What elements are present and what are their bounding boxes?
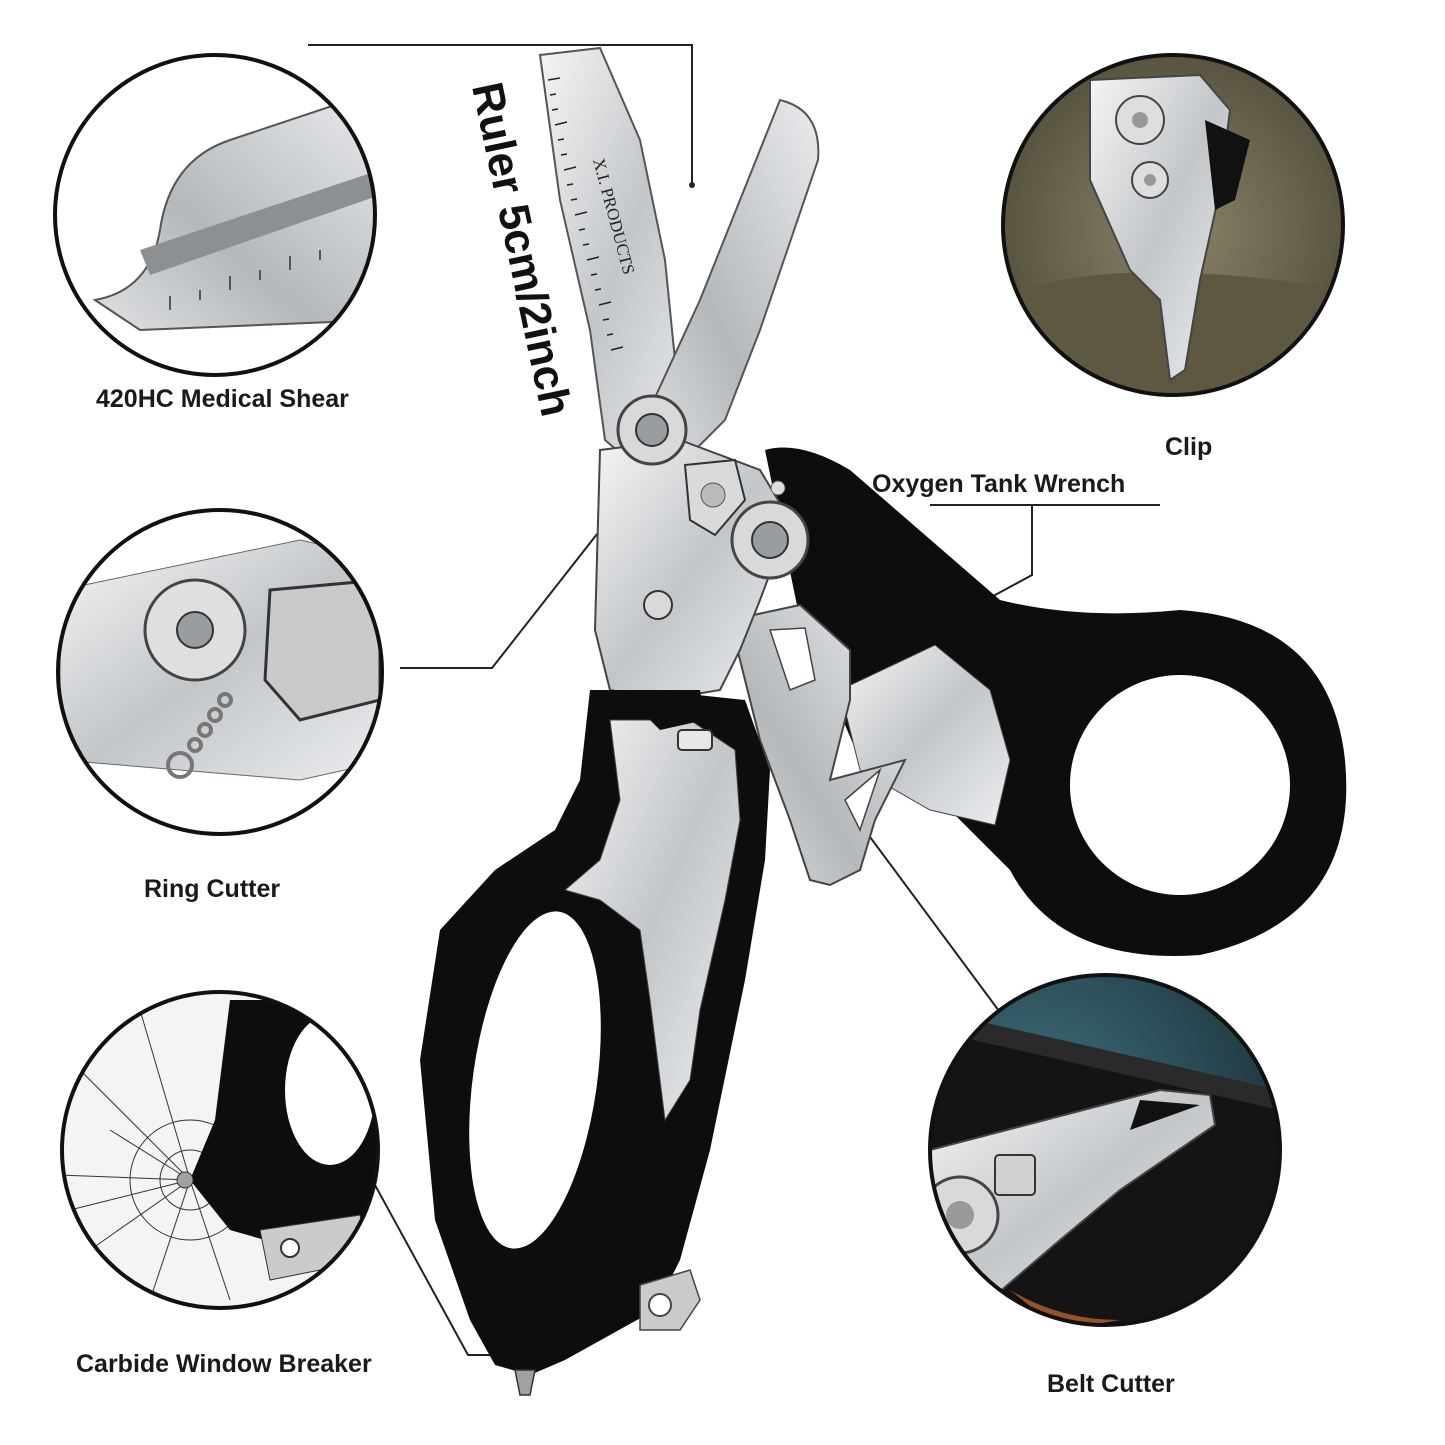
label-oxygen-wrench: Oxygen Tank Wrench — [872, 470, 1126, 498]
window-breaker-detail-icon — [60, 990, 380, 1310]
label-clip: Clip — [1165, 433, 1213, 461]
belt-cutter-detail-icon — [928, 973, 1282, 1327]
ring-cutter-detail-icon — [56, 508, 384, 836]
ruler-ticks — [547, 77, 624, 351]
label-medical-shear: 420HC Medical Shear — [96, 385, 349, 413]
label-belt-cutter: Belt Cutter — [1047, 1370, 1175, 1398]
clip-detail-icon — [1001, 53, 1345, 397]
callout-lines — [308, 44, 1160, 1356]
label-ring-cutter: Ring Cutter — [144, 875, 281, 903]
shear-detail-icon — [53, 53, 377, 377]
label-window-breaker: Carbide Window Breaker — [76, 1350, 372, 1378]
scissors-body — [420, 46, 1347, 1396]
